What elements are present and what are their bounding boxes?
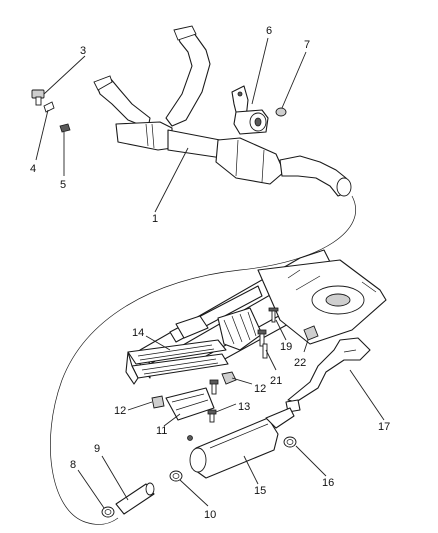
callout-15: 15 <box>254 485 266 497</box>
callout-12-lower: 12 <box>114 405 126 417</box>
callout-22: 22 <box>294 357 306 369</box>
callout-6: 6 <box>266 25 272 37</box>
callout-1: 1 <box>152 213 158 225</box>
callout-14: 14 <box>132 327 144 339</box>
callout-5: 5 <box>60 179 66 191</box>
clamp-8 <box>101 506 115 518</box>
manifold-stud-nut <box>31 89 45 106</box>
callout-11: 11 <box>156 425 167 437</box>
callout-10: 10 <box>204 509 216 521</box>
isolator-22 <box>303 325 319 341</box>
callout-8: 8 <box>70 459 76 471</box>
callout-17: 17 <box>378 421 390 433</box>
extension-pipe <box>115 482 155 515</box>
frame-rail-bracket <box>125 339 229 385</box>
exhaust-hanger-bracket <box>231 85 269 135</box>
callout-numbers: 1 3 4 5 6 7 8 9 10 11 12 12 13 14 15 16 … <box>30 25 390 521</box>
callout-12-upper: 12 <box>254 383 266 395</box>
callout-19: 19 <box>280 341 292 353</box>
routing-curve <box>50 195 357 525</box>
heat-shield <box>165 387 215 421</box>
callout-13: 13 <box>238 401 250 413</box>
clamp-10 <box>169 470 183 482</box>
clamp-16 <box>283 436 297 448</box>
callout-4: 4 <box>30 163 36 175</box>
tailpipe <box>285 337 371 413</box>
vehicle-frame-underbody <box>139 249 387 379</box>
manifold-gasket-clip <box>43 101 55 113</box>
front-pipe-catalytic-converter <box>93 25 352 197</box>
isolator-lower <box>151 395 165 409</box>
heat-shield-clip <box>59 123 71 133</box>
muffler <box>187 407 295 479</box>
leader-lines <box>35 37 385 509</box>
callout-16: 16 <box>322 477 334 489</box>
isolator-upper <box>221 371 237 385</box>
callout-21: 21 <box>270 375 282 387</box>
callout-9: 9 <box>94 443 100 455</box>
callout-7: 7 <box>304 39 310 51</box>
callout-3: 3 <box>80 45 86 57</box>
stud-19 <box>268 307 279 323</box>
hanger-nut <box>275 107 287 117</box>
